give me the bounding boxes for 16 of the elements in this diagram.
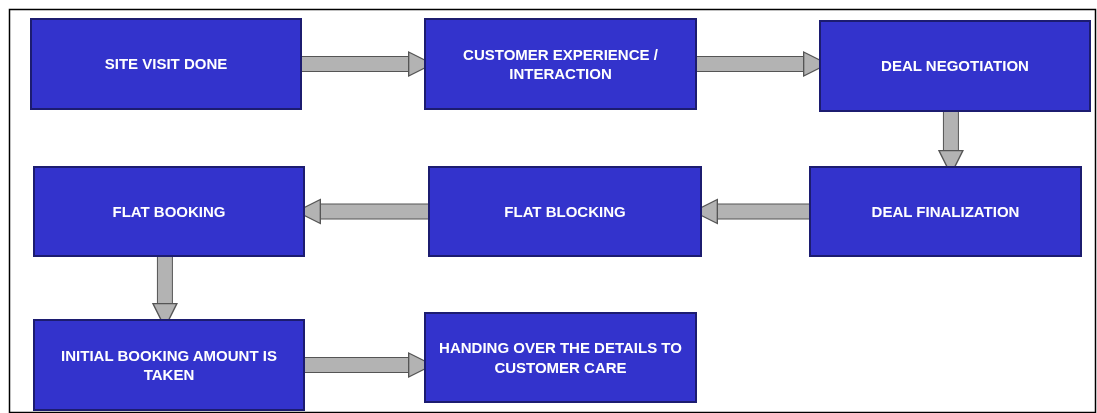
box-label: FLAT BLOCKING xyxy=(503,201,627,222)
process-box xyxy=(30,18,302,110)
box-label: HANDING OVER THE DETAILS TO CUSTOMER CARE xyxy=(438,338,683,377)
box-label: DEAL NEGOTIATION xyxy=(880,56,1030,76)
process-box xyxy=(33,166,305,257)
box-label: INITIAL BOOKING AMOUNT IS TAKEN xyxy=(60,345,278,385)
box-label: DEAL FINALIZATION xyxy=(870,201,1021,222)
process-box xyxy=(424,18,697,110)
process-box xyxy=(33,319,305,411)
process-box xyxy=(428,166,702,257)
box-label: FLAT BOOKING xyxy=(111,201,227,222)
box-label: CUSTOMER EXPERIENCE / INTERACTION xyxy=(462,44,659,84)
process-box xyxy=(424,312,697,403)
process-box xyxy=(819,20,1091,112)
process-box xyxy=(809,166,1082,257)
box-label: SITE VISIT DONE xyxy=(103,54,229,74)
